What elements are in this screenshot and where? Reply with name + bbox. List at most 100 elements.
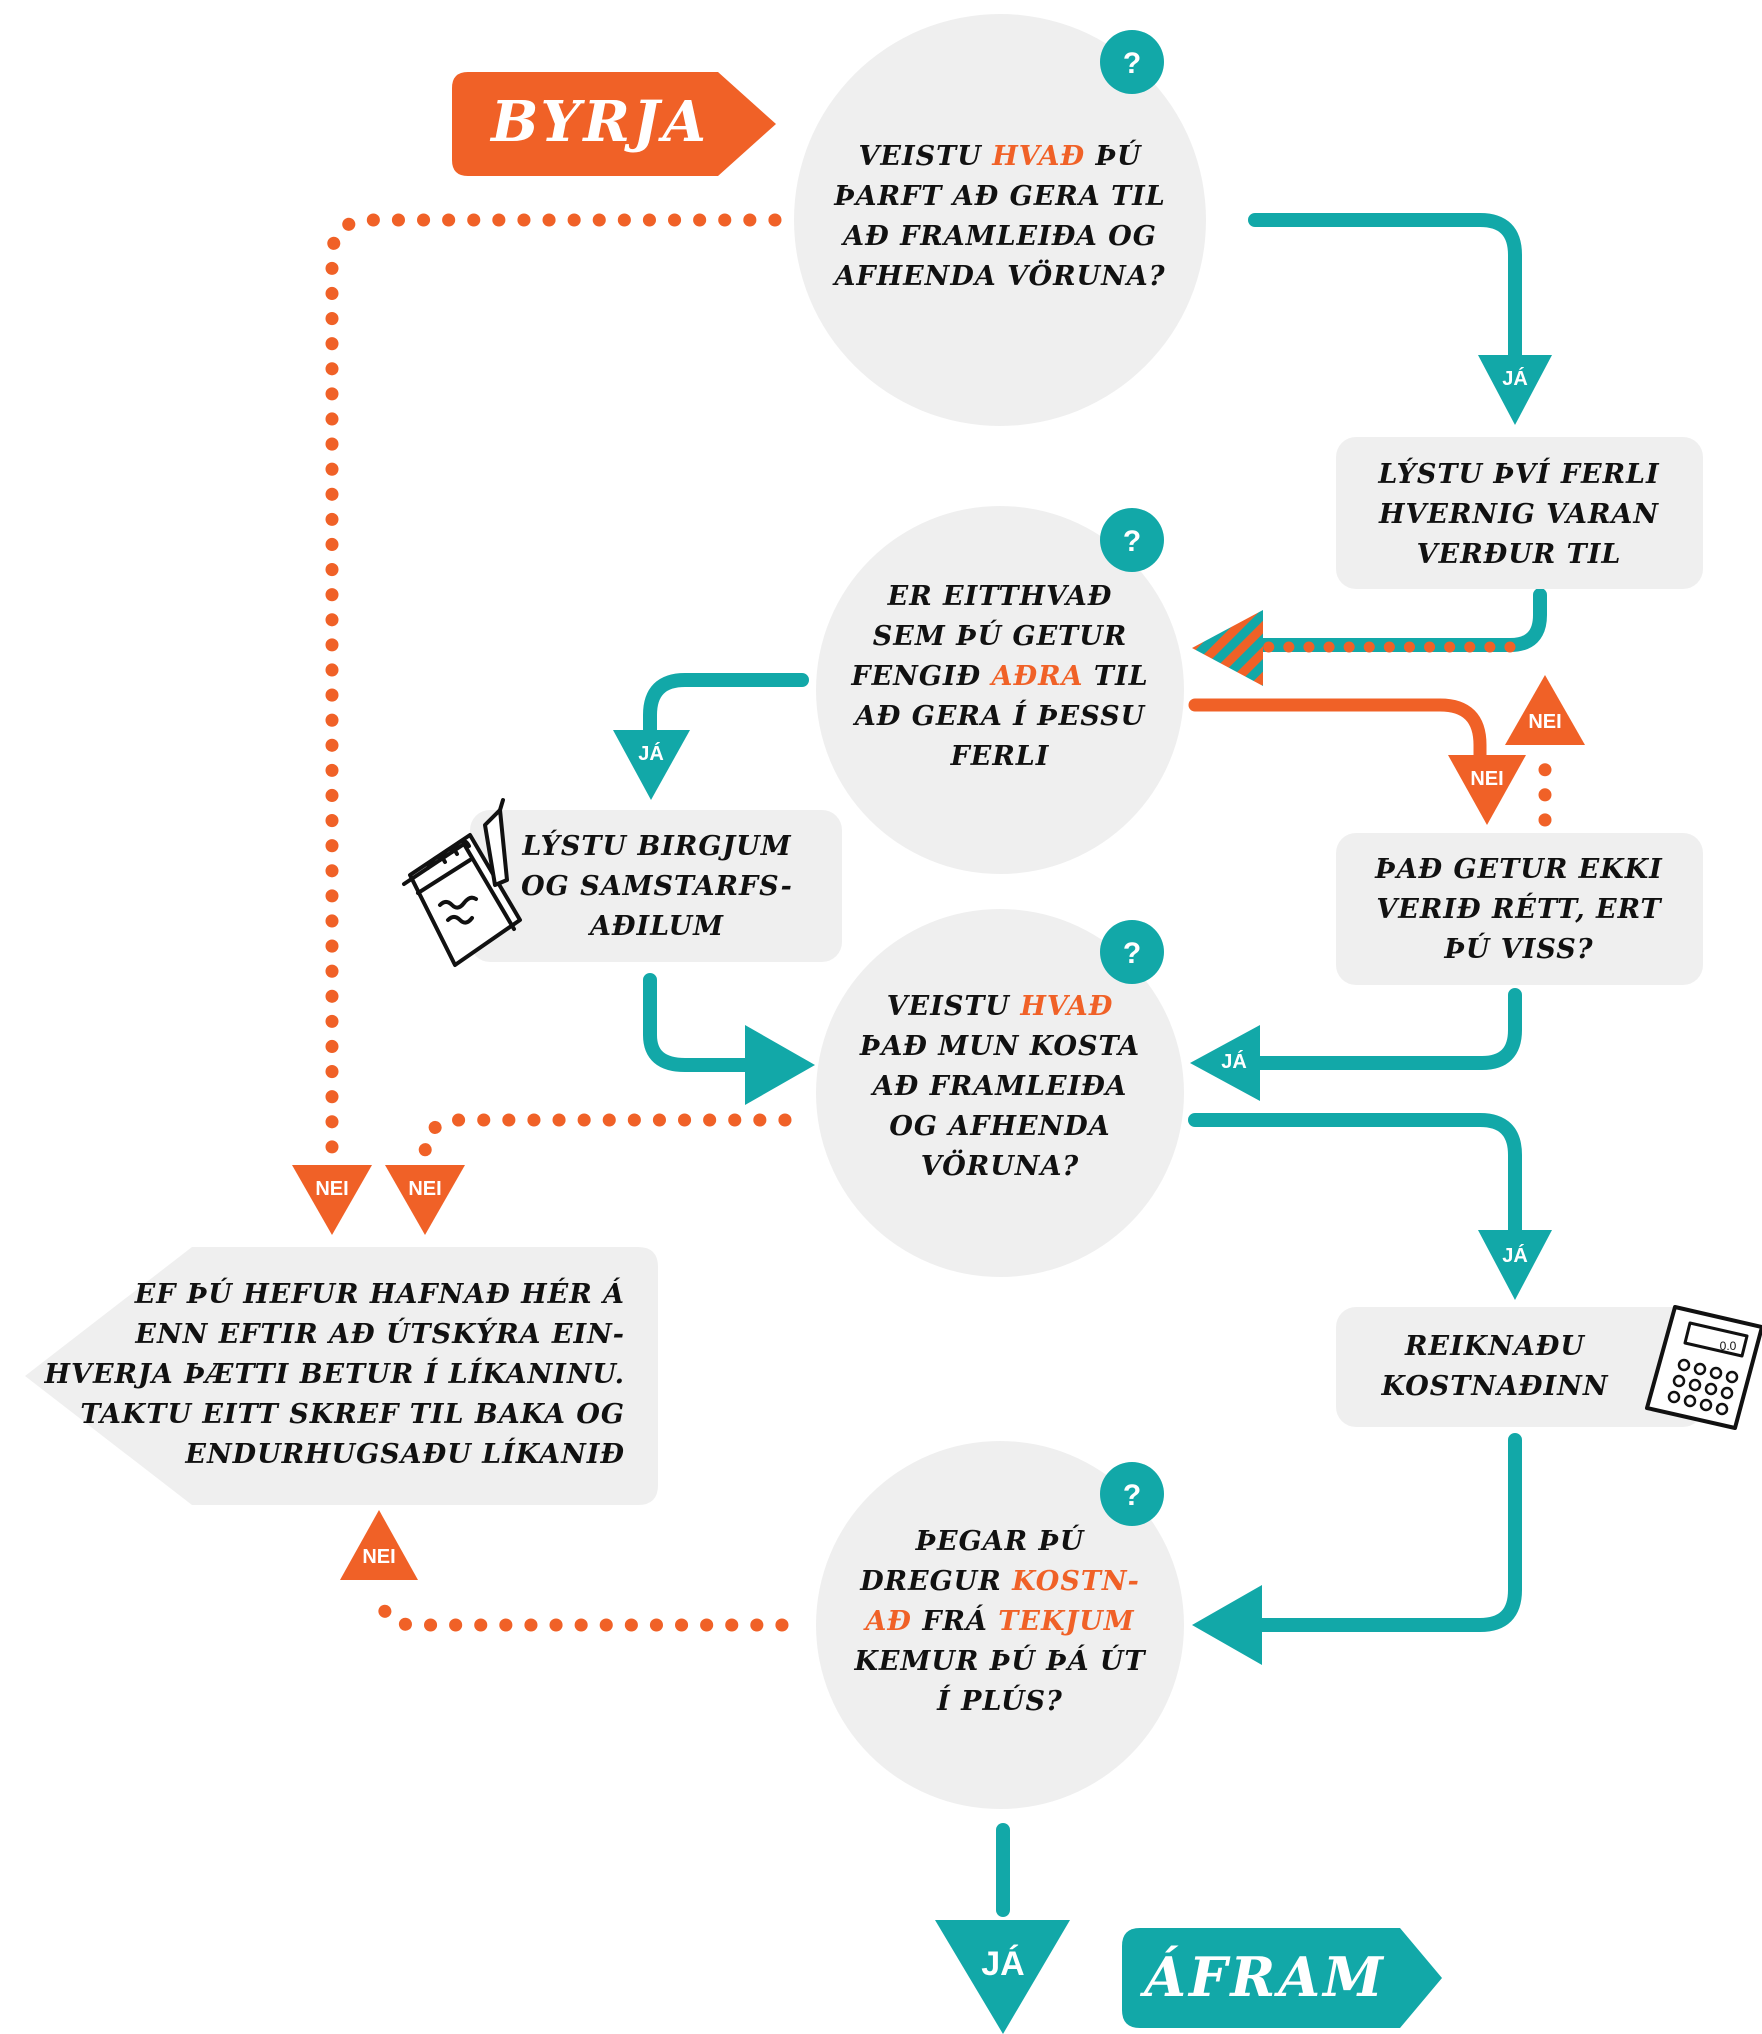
no-label-2: NEI (408, 1178, 441, 1200)
question-4-text: ÞEGAR ÞÚ DREGUR KOSTN- AÐ FRÁ TEKJUM KEM… (853, 1523, 1146, 1717)
svg-text:ÞÚ VISS?: ÞÚ VISS? (1443, 931, 1593, 965)
svg-text:ÞAÐ GETUR EKKI: ÞAÐ GETUR EKKI (1374, 854, 1663, 885)
box-getur-ekki-verid-rett (1336, 833, 1703, 985)
question-circle-2 (816, 506, 1184, 874)
svg-text:AFHENDA VÖRUNA?: AFHENDA VÖRUNA? (831, 258, 1165, 292)
svg-text:KOSTNAÐINN: KOSTNAÐINN (1380, 1371, 1608, 1402)
question-2-text: ER EITTHVAÐ SEM ÞÚ GETUR FENGIÐ AÐRA TIL… (850, 581, 1148, 772)
svg-text:TAKTU EITT SKREF TIL BAKA OG: TAKTU EITT SKREF TIL BAKA OG (80, 1399, 625, 1430)
connector-box3-to-q3 (1233, 988, 1522, 1070)
start-label: BYRJA (489, 89, 709, 155)
box-reiknadu-kostnadinn (1336, 1307, 1703, 1427)
question-circle-3 (816, 909, 1184, 1277)
arrow-yes-end (935, 1920, 1070, 2034)
svg-text:VERIÐ RÉTT, ERT: VERIÐ RÉTT, ERT (1376, 892, 1662, 925)
question-mark-2: ? (1123, 525, 1141, 558)
svg-text:AÐ FRÁ TEKJUM: AÐ FRÁ TEKJUM (862, 1604, 1134, 1637)
svg-text:OG AFHENDA: OG AFHENDA (889, 1111, 1110, 1142)
question-mark-3: ? (1123, 937, 1141, 970)
svg-text:ENDURHUGSAÐU LÍKANIÐ: ENDURHUGSAÐU LÍKANIÐ (184, 1437, 625, 1470)
svg-text:REIKNAÐU: REIKNAÐU (1404, 1331, 1585, 1362)
box-lystu-ferli-text: LÝSTU ÞVÍ FERLI HVERNIG VARAN VERÐUR TIL (1377, 457, 1660, 570)
connector-q4-no-dotted (373, 1583, 789, 1632)
svg-text:VEISTU HVAÐ ÞÚ: VEISTU HVAÐ ÞÚ (858, 138, 1141, 172)
svg-text:ÞARFT AÐ GERA TIL: ÞARFT AÐ GERA TIL (833, 181, 1166, 212)
arrow-no-2 (385, 1165, 465, 1235)
arrow-no-4-up (1505, 675, 1585, 745)
yes-label-end: JÁ (981, 1945, 1024, 1983)
arrow-yes-1 (1478, 355, 1552, 425)
end-tag[interactable] (1122, 1928, 1442, 2028)
connector-box1-to-q2 (1248, 588, 1547, 652)
svg-text:AÐ FRAMLEIÐA: AÐ FRAMLEIÐA (870, 1071, 1128, 1102)
question-1-text: VEISTU HVAÐ ÞÚ ÞARFT AÐ GERA TIL AÐ FRAM… (831, 138, 1166, 292)
question-circle-1 (794, 14, 1206, 426)
arrow-yes-2 (613, 730, 690, 800)
svg-text:KEMUR ÞÚ ÞÁ ÚT: KEMUR ÞÚ ÞÁ ÚT (853, 1643, 1146, 1677)
no-label-1: NEI (315, 1178, 348, 1200)
arrow-striped-into-q2 (1192, 610, 1263, 686)
question-badge-3 (1100, 920, 1164, 984)
arrow-no-1 (292, 1165, 372, 1235)
svg-text:Í PLÚS?: Í PLÚS? (936, 1683, 1063, 1717)
arrow-no-3 (1448, 755, 1526, 825)
box-lystu-birgjum-text: LÝSTU BIRGJUM OG SAMSTARFS- AÐILUM (521, 829, 793, 942)
box-reiknadu-text: REIKNAÐU KOSTNAÐINN (1380, 1331, 1608, 1402)
question-badge-4 (1100, 1462, 1164, 1526)
svg-text:ÞAÐ MUN KOSTA: ÞAÐ MUN KOSTA (859, 1031, 1140, 1062)
arrowheads (292, 355, 1585, 2034)
yes-label-4: JÁ (1502, 1244, 1528, 1267)
box-getur-ekki-text: ÞAÐ GETUR EKKI VERIÐ RÉTT, ERT ÞÚ VISS? (1374, 854, 1663, 965)
question-badge-2 (1100, 508, 1164, 572)
svg-text:DREGUR KOSTN-: DREGUR KOSTN- (859, 1566, 1140, 1597)
svg-text:VÖRUNA?: VÖRUNA? (921, 1148, 1080, 1182)
svg-text:LÝSTU ÞVÍ FERLI: LÝSTU ÞVÍ FERLI (1377, 457, 1660, 490)
no-label-3: NEI (1470, 768, 1503, 790)
start-tag[interactable] (452, 72, 776, 176)
yes-label-2: JÁ (638, 742, 664, 765)
svg-text:ER EITTHVAÐ: ER EITTHVAÐ (887, 581, 1113, 612)
svg-text:ÞEGAR ÞÚ: ÞEGAR ÞÚ (915, 1523, 1085, 1557)
box-lystu-ferli (1336, 437, 1703, 589)
no-label-5: NEI (362, 1546, 395, 1568)
svg-text:SEM ÞÚ GETUR: SEM ÞÚ GETUR (873, 618, 1127, 652)
yes-label-3: JÁ (1221, 1050, 1247, 1073)
question-badges: ? ? ? ? (1100, 30, 1164, 1526)
connector-q1-to-box1 (1248, 213, 1522, 367)
question-mark-1: ? (1123, 47, 1141, 80)
svg-text:AÐ FRAMLEIÐA OG: AÐ FRAMLEIÐA OG (840, 221, 1157, 252)
connector-q2-to-box2 (643, 673, 809, 742)
question-circle-4 (816, 1441, 1184, 1809)
box-lystu-birgjum (470, 810, 842, 962)
svg-text:HVERNIG VARAN: HVERNIG VARAN (1378, 499, 1659, 530)
svg-text:FENGIÐ AÐRA TIL: FENGIÐ AÐRA TIL (850, 661, 1148, 692)
question-3-text: VEISTU HVAÐ ÞAÐ MUN KOSTA AÐ FRAMLEIÐA O… (859, 991, 1140, 1182)
svg-text:VEISTU HVAÐ: VEISTU HVAÐ (887, 991, 1114, 1022)
connector-q3-no-dotted (418, 1113, 792, 1162)
connector-q2-no-to-box3 (1188, 698, 1487, 762)
svg-text:FERLI: FERLI (950, 741, 1050, 772)
svg-text:AÐILUM: AÐILUM (587, 911, 724, 942)
arrow-yes-4 (1478, 1230, 1552, 1300)
connector-box4-to-q4 (1243, 1433, 1522, 1632)
svg-text:VERÐUR TIL: VERÐUR TIL (1417, 539, 1622, 570)
question-mark-4: ? (1123, 1479, 1141, 1512)
svg-text:HVERJA ÞÆTTI BETUR Í LÍKANINU.: HVERJA ÞÆTTI BETUR Í LÍKANINU. (43, 1357, 625, 1390)
arrow-labels: JÁ JÁ JÁ JÁ JÁ NEI NEI NEI NEI NEI (315, 367, 1561, 1983)
arrow-into-q4 (1192, 1585, 1262, 1665)
no-label-4: NEI (1528, 711, 1561, 733)
connector-q1-no-dotted (325, 213, 782, 1162)
svg-text:LÝSTU BIRGJUM: LÝSTU BIRGJUM (521, 829, 791, 862)
calculator-icon: 0.0 (1645, 1305, 1762, 1430)
svg-text:OG SAMSTARFS-: OG SAMSTARFS- (521, 871, 793, 902)
question-badge-1 (1100, 30, 1164, 94)
calculator-display: 0.0 (1720, 1339, 1737, 1353)
connector-box2-to-q3 (643, 973, 767, 1072)
arrow-into-q3-from-box3 (1190, 1025, 1260, 1101)
notepad-icon (402, 798, 522, 967)
box-endurhugsa-likanid (25, 1247, 658, 1505)
yes-label-1: JÁ (1502, 367, 1528, 390)
svg-text:ENN EFTIR AÐ ÚTSKÝRA EIN-: ENN EFTIR AÐ ÚTSKÝRA EIN- (134, 1316, 625, 1350)
svg-text:AÐ GERA Í ÞESSU: AÐ GERA Í ÞESSU (852, 699, 1146, 732)
